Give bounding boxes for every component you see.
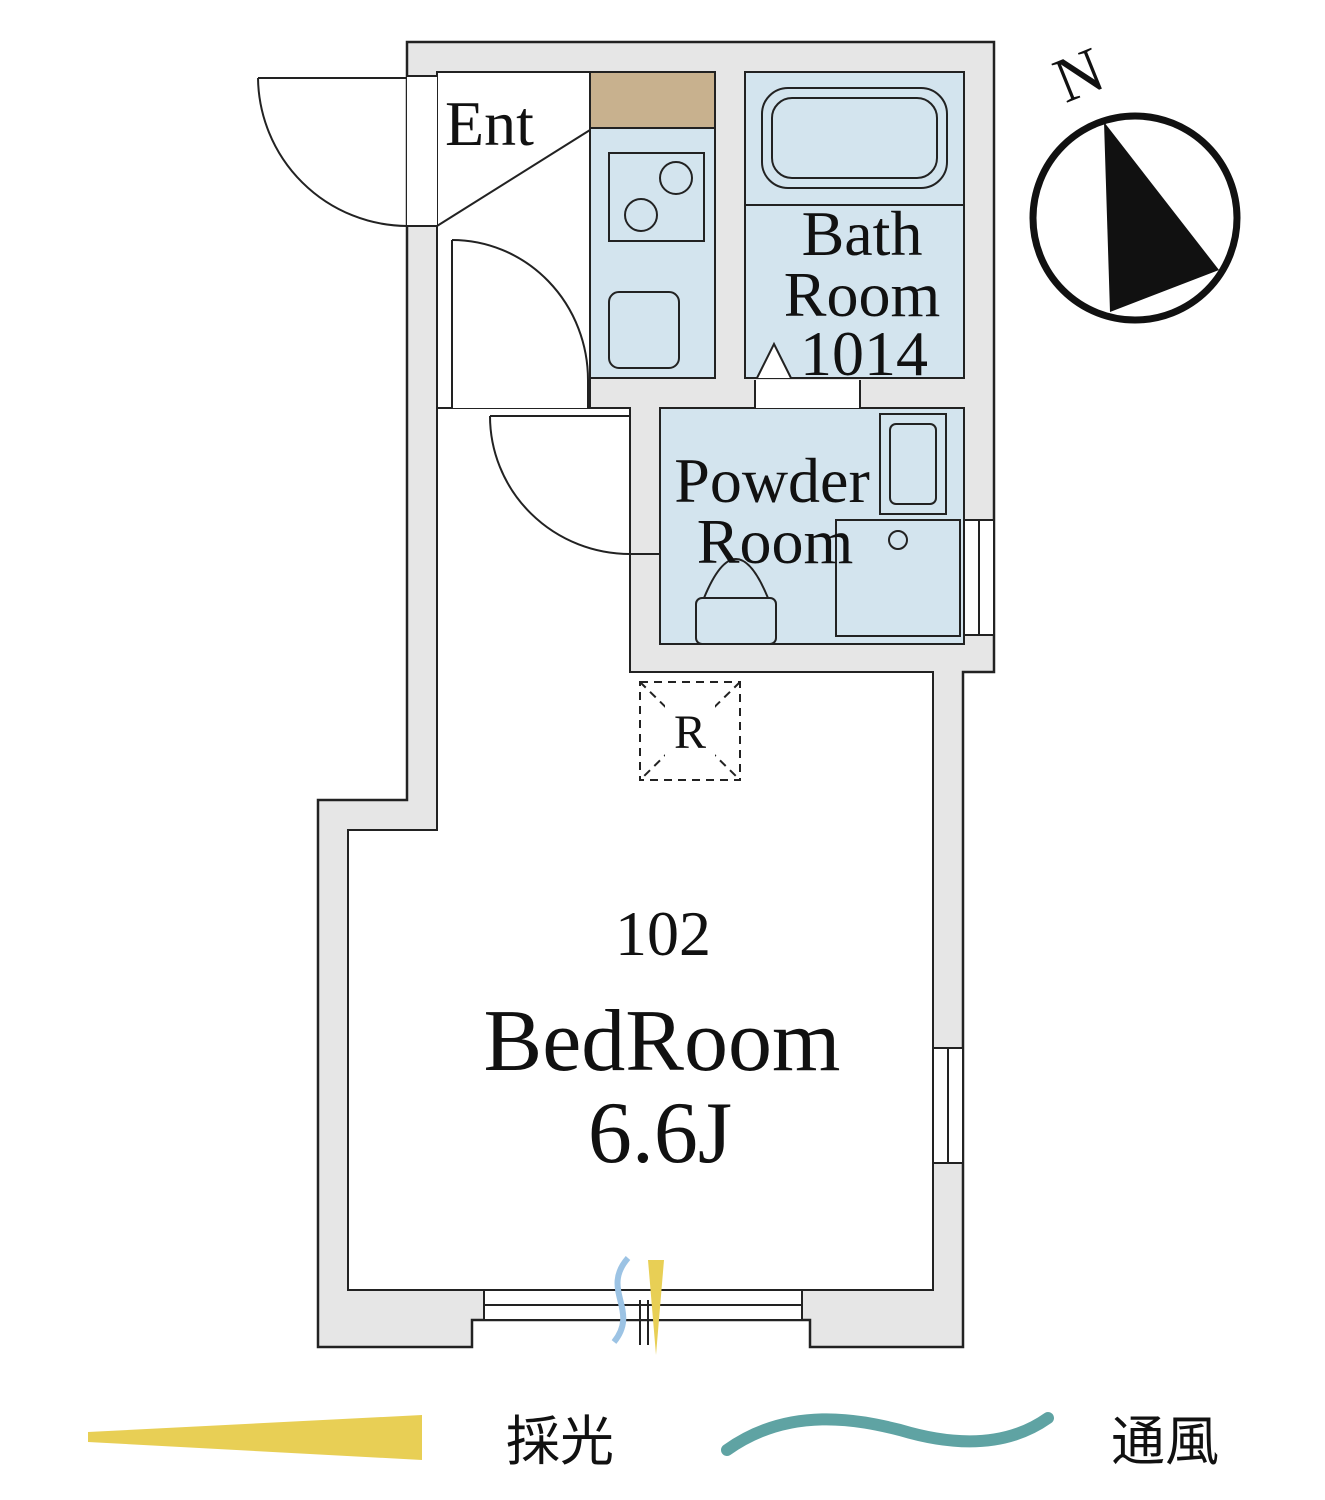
- bathtub-icon: [761, 87, 948, 189]
- powder-room-floor: [659, 407, 965, 645]
- bath-label-line2: Room: [784, 259, 940, 330]
- bedroom-label: BedRoom: [484, 993, 841, 1090]
- unit-number: 102: [615, 898, 711, 969]
- wind-legend-icon: [721, 1412, 1054, 1456]
- compass-north-label: N: [1044, 33, 1113, 116]
- doors: [257, 77, 660, 555]
- counter: [589, 71, 716, 129]
- compass-icon: [1029, 112, 1241, 324]
- powder-label-line1: Powder: [674, 445, 870, 516]
- bathroom: [745, 87, 964, 379]
- toilet-icon: [695, 597, 777, 645]
- powder-label-line2: Room: [697, 506, 853, 577]
- burner-icon: [659, 161, 693, 195]
- fridge-label: R: [674, 706, 706, 759]
- kitchen: [589, 71, 716, 369]
- burner-icon: [624, 198, 658, 232]
- ventilation-marker: [611, 1256, 664, 1355]
- entrance-label: Ent: [445, 88, 534, 159]
- bedroom-size: 6.6J: [588, 1085, 732, 1182]
- washer-space: [835, 519, 961, 637]
- legend: [88, 1412, 1054, 1460]
- stove: [608, 152, 705, 242]
- bath-size: 1014: [800, 318, 928, 389]
- washbasin-icon: [879, 413, 947, 515]
- walls: [316, 40, 996, 1349]
- windows: [483, 519, 995, 1321]
- sink: [608, 291, 680, 369]
- powder-room: [695, 413, 961, 645]
- wind-legend-label: 通風: [1111, 1410, 1219, 1473]
- bedroom-floor: [347, 407, 934, 1291]
- light-legend-label: 採光: [506, 1410, 614, 1473]
- bathroom-floor: [744, 71, 965, 379]
- bath-label-line1: Bath: [802, 198, 923, 269]
- light-legend-icon: [88, 1415, 422, 1460]
